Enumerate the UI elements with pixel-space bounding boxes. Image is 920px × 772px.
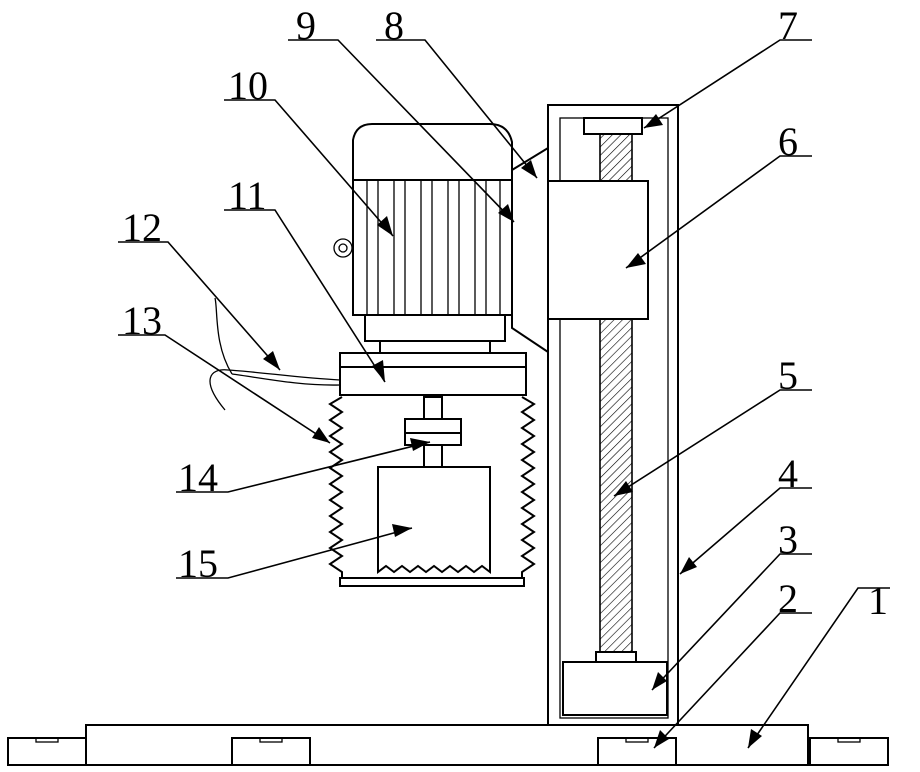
- callout-5: 5: [778, 353, 798, 398]
- callout-12: 12: [122, 205, 162, 250]
- callout-4: 4: [778, 451, 798, 496]
- callout-7: 7: [778, 3, 798, 48]
- callout-2: 2: [778, 576, 798, 621]
- connecting-bracket: [512, 148, 548, 352]
- hole-saw: [378, 467, 490, 572]
- callout-15: 15: [178, 541, 218, 586]
- callout-1: 1: [868, 578, 888, 623]
- top-bearing: [584, 118, 642, 134]
- callout-14: 14: [178, 455, 218, 500]
- base-plate: [86, 725, 808, 765]
- callout-8: 8: [384, 3, 404, 48]
- callout-10: 10: [228, 63, 268, 108]
- power-cable: [210, 298, 340, 410]
- callout-13: 13: [122, 298, 162, 343]
- slider-block: [548, 181, 648, 319]
- mounting-plate: [340, 353, 526, 395]
- callout-9: 9: [296, 3, 316, 48]
- callout-3: 3: [778, 517, 798, 562]
- callout-6: 6: [778, 119, 798, 164]
- spindle-coupling: [405, 397, 461, 467]
- drill-motor: [334, 124, 512, 353]
- callout-11: 11: [228, 173, 267, 218]
- screw-drive-motor: [563, 652, 667, 715]
